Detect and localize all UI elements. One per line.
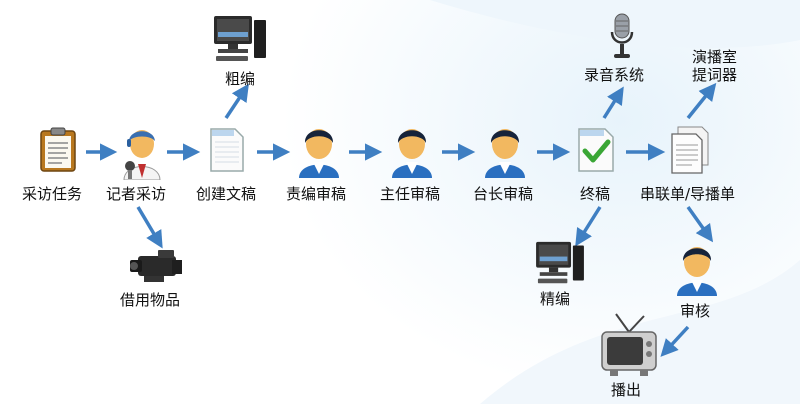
node-label-recording: 录音系统 [584,66,645,84]
approved-document-icon [578,128,614,172]
microphone-icon [610,13,634,58]
arrow-final-to-fine [575,206,602,247]
document-icon [210,128,244,172]
arrow-rundown-to-audit [686,205,714,243]
clipboard-icon [40,127,76,172]
node-label-rundown: 串联单/导播单 [640,185,736,203]
node-label-final: 终稿 [580,185,611,203]
node-label-chief-review: 台长审稿 [473,185,534,203]
node-label-studio-line1: 演播室 [692,48,738,66]
stacked-documents-icon [671,126,709,174]
tv-icon [601,313,657,376]
node-label-studio-line2: 提词器 [692,66,738,84]
person-icon [299,129,339,178]
node-label-director-review: 主任审稿 [380,185,441,203]
computer-workstation-icon [214,16,266,61]
node-label-rough-edit: 粗编 [225,70,256,88]
node-label-borrow: 借用物品 [120,291,181,309]
node-label-editor-review: 责编审稿 [286,185,347,203]
node-label-broadcast: 播出 [611,381,642,399]
node-label-fine-edit: 精编 [540,290,571,308]
arrow-reporter-to-borrow [136,206,163,249]
video-camera-icon [130,250,182,282]
arrow-audit-to-broadcast [660,325,690,357]
node-label-create: 创建文稿 [196,185,257,203]
person-icon [485,129,525,178]
node-label-audit: 审核 [680,302,711,320]
person-icon [392,129,432,178]
node-label-task: 采访任务 [22,185,83,203]
person-icon [677,247,717,296]
arrow-rundown-to-studio [686,82,717,120]
reporter-with-microphone-icon [123,130,161,180]
arrow-final-to-recording [602,86,624,119]
arrow-create-to-rough [224,83,249,119]
node-label-reporter: 记者采访 [106,185,167,203]
computer-workstation-icon [536,241,584,284]
